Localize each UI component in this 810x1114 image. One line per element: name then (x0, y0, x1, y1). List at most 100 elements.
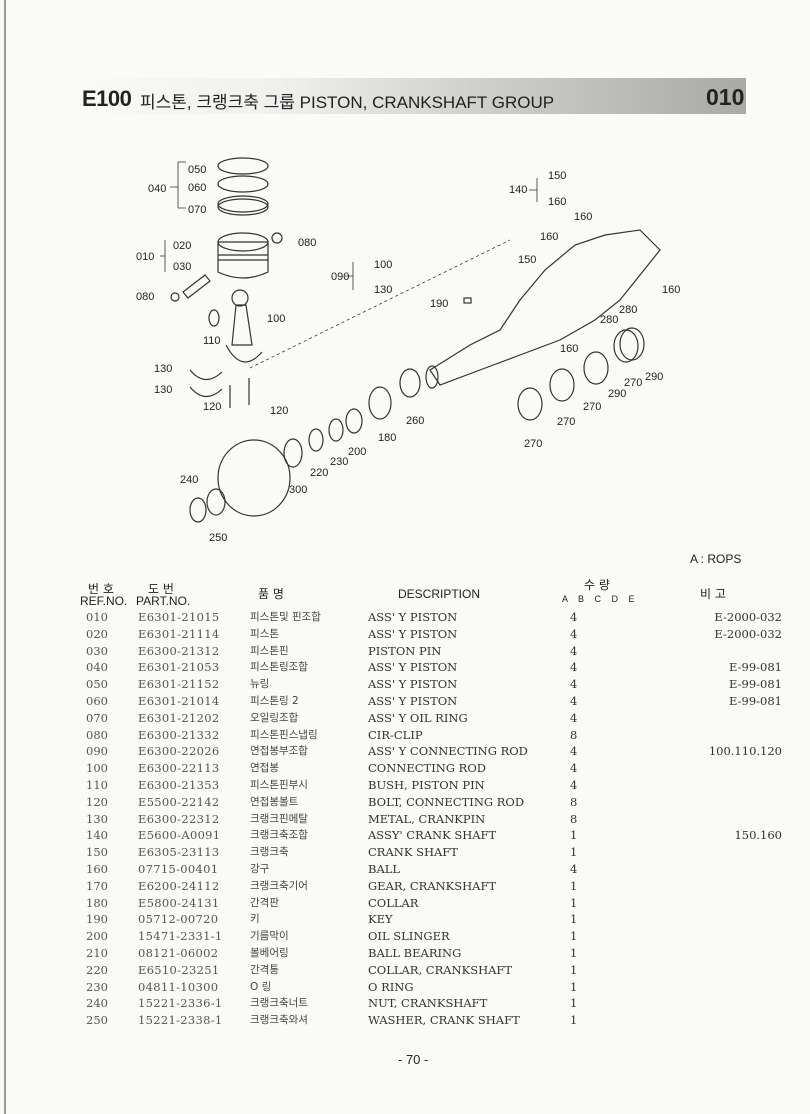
cell-qty: 4 (570, 744, 578, 759)
cell-remark (682, 995, 782, 1012)
cell-ref: 070 (86, 710, 108, 725)
cell-part: E6300-22312 (138, 811, 220, 826)
callout-160-b: 160 (540, 231, 558, 243)
collar-220 (308, 428, 324, 452)
cell-ref: 120 (86, 794, 108, 809)
cell-kr: 피스톤 (250, 627, 279, 640)
callout-250: 250 (209, 532, 227, 544)
group-title: 피스톤, 크랭크축 그룹 PISTON, CRANKSHAFT GROUP (140, 93, 555, 112)
cell-remark: E-99-081 (729, 660, 782, 675)
cell-kr: 크랭크핀메탈 (250, 812, 308, 825)
cell-ref: 020 (86, 626, 108, 641)
callout-160-group: 160 (548, 196, 566, 208)
ring-070 (217, 195, 269, 213)
cell-qty: 8 (570, 794, 578, 809)
callout-090: 090 (331, 271, 349, 283)
cell-part: E6300-22026 (138, 744, 220, 759)
callout-020: 020 (173, 240, 191, 252)
callout-230: 230 (330, 456, 348, 468)
callout-240: 240 (180, 474, 198, 486)
cell-qty: 4 (570, 861, 578, 876)
cell-desc: WASHER, CRANK SHAFT (368, 1013, 520, 1028)
cell-ref: 170 (86, 878, 108, 893)
cell-qty: 4 (570, 626, 578, 641)
callout-110: 110 (203, 335, 221, 347)
cell-qty: 4 (570, 610, 578, 624)
header-band (78, 78, 746, 114)
cell-kr: 볼베어링 (250, 946, 289, 959)
cell-ref: 160 (86, 861, 108, 876)
th-part-kr: 도 번 (148, 582, 174, 596)
cell-ref: 200 (86, 929, 108, 944)
cell-remark (682, 794, 782, 811)
callout-160-c: 160 (662, 284, 680, 296)
callout-300: 300 (289, 484, 307, 496)
cell-qty: 4 (570, 761, 578, 776)
th-part-en: PART.NO. (136, 594, 191, 608)
cell-part: E6305-23113 (138, 845, 220, 860)
th-ref-en: REF.NO. (80, 594, 128, 608)
metal-130-upper (189, 369, 223, 381)
callout-050: 050 (188, 164, 206, 176)
cell-ref: 010 (86, 610, 108, 624)
cell-remark (682, 760, 782, 777)
cell-qty: 4 (570, 693, 578, 708)
cell-desc: NUT, CRANKSHAFT (368, 996, 488, 1011)
cell-ref: 060 (86, 693, 108, 708)
cell-qty: 8 (570, 811, 578, 826)
callout-150: 150 (518, 254, 536, 266)
circlip-080-left (170, 292, 180, 302)
cell-kr: O 링 (250, 980, 272, 993)
cell-kr: 뉴링 (250, 678, 270, 691)
cell-ref: 150 (86, 845, 108, 860)
callout-060: 060 (188, 182, 206, 194)
callout-160-d: 160 (560, 343, 578, 355)
cell-kr: 간격판 (250, 896, 279, 909)
callout-070: 070 (188, 204, 206, 216)
page-number: - 70 - (398, 1052, 429, 1067)
cell-remark: E-99-081 (729, 677, 782, 692)
cell-kr: 연접봉볼트 (250, 795, 299, 808)
cell-remark (682, 861, 782, 878)
cell-remark: E-99-081 (729, 693, 782, 708)
callout-120-a: 120 (203, 401, 221, 413)
cell-qty: 1 (570, 828, 578, 843)
big-end (225, 344, 263, 363)
cell-qty: 1 (570, 845, 578, 860)
cell-ref: 180 (86, 895, 108, 910)
cell-remark (682, 777, 782, 794)
cell-desc: KEY (368, 912, 393, 927)
ring-050 (217, 157, 269, 175)
callout-280-b: 280 (600, 314, 618, 326)
cell-desc: ASS' Y PISTON (368, 610, 458, 624)
cell-qty: 1 (570, 962, 578, 977)
washer-250 (206, 488, 226, 516)
callout-280-a: 280 (619, 304, 637, 316)
cell-remark: 150.160 (734, 828, 782, 843)
cell-qty: 1 (570, 996, 578, 1011)
cell-part: E6510-23251 (138, 962, 220, 977)
cell-desc: BALL BEARING (368, 945, 462, 960)
cell-remark (682, 811, 782, 828)
cell-qty: 4 (570, 677, 578, 692)
cell-part: E6300-21353 (138, 777, 220, 792)
th-ref-kr: 번 호 (88, 582, 114, 596)
group-code: E100 (82, 86, 132, 111)
cell-qty: 1 (570, 1013, 578, 1028)
cell-part: 15221-2338-1 (138, 1013, 223, 1028)
cell-desc: OIL SLINGER (368, 929, 450, 944)
cell-part: E6300-22113 (138, 761, 220, 776)
cell-qty: 4 (570, 643, 578, 658)
cell-desc: CONNECTING ROD (368, 761, 486, 776)
cell-part: E6301-21053 (138, 660, 220, 675)
cell-qty: 1 (570, 929, 578, 944)
